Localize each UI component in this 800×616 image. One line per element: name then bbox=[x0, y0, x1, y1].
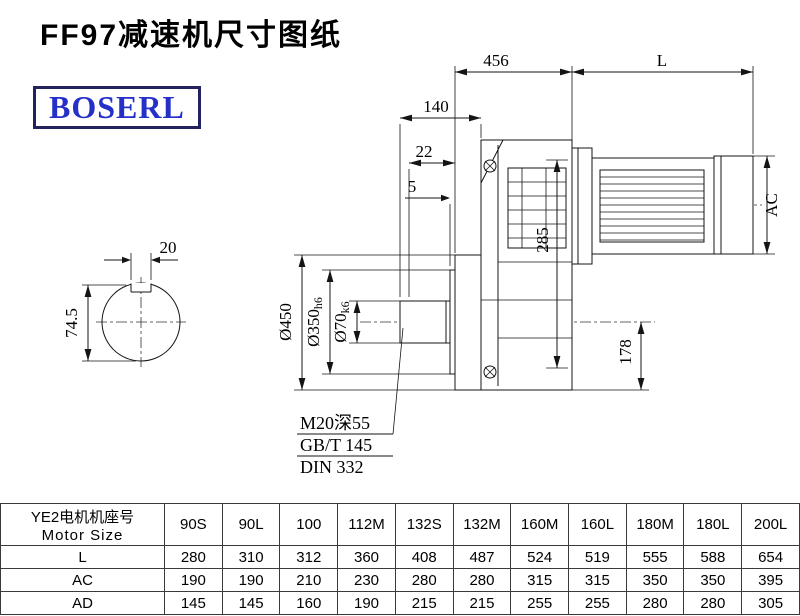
table-cell: 210 bbox=[279, 568, 339, 592]
dim-L-label: L bbox=[657, 51, 667, 70]
table-cell: 487 bbox=[452, 545, 512, 569]
technical-drawing: 456 L 140 22 5 20 7 bbox=[62, 51, 781, 477]
column-header: 132M bbox=[452, 503, 512, 546]
motor-size-header-cell: YE2电机机座号 Motor Size bbox=[0, 503, 165, 546]
column-header: 160M bbox=[510, 503, 570, 546]
table-cell: 190 bbox=[337, 591, 396, 615]
dim-flange-od-label: Ø450 bbox=[276, 303, 295, 341]
table-cell: 350 bbox=[625, 568, 685, 592]
column-header: 200L bbox=[741, 503, 800, 546]
table-cell: 160 bbox=[279, 591, 339, 615]
dim-140-label: 140 bbox=[423, 97, 449, 116]
table-header-row: YE2电机机座号 Motor Size 90S 90L 100 112M 132… bbox=[0, 503, 800, 546]
table-cell: 524 bbox=[510, 545, 570, 569]
table-cell: 310 bbox=[221, 545, 281, 569]
table-cell: 280 bbox=[683, 591, 743, 615]
table-cell: 315 bbox=[510, 568, 570, 592]
table-cell: 280 bbox=[625, 591, 685, 615]
dim-285-label: 285 bbox=[533, 227, 552, 253]
table-cell: 408 bbox=[394, 545, 454, 569]
column-header: 90S bbox=[164, 503, 223, 546]
dimension-lines: 456 L 140 22 5 20 7 bbox=[62, 51, 781, 391]
dim-spigot-label: Ø350h6 bbox=[304, 297, 325, 347]
thread-note: M20深55 GB/T 145 DIN 332 bbox=[297, 327, 404, 477]
table-cell: 305 bbox=[741, 591, 800, 615]
column-header: 180M bbox=[625, 503, 685, 546]
output-shaft-outline bbox=[399, 300, 451, 344]
table-cell: 230 bbox=[337, 568, 396, 592]
note-din-label: DIN 332 bbox=[300, 457, 364, 477]
motor-size-label-cn: YE2电机机座号 bbox=[30, 508, 135, 526]
housing-outline bbox=[480, 139, 573, 391]
dim-74-5-label: 74.5 bbox=[62, 308, 81, 338]
column-header: 90L bbox=[221, 503, 281, 546]
table-cell: 280 bbox=[394, 568, 454, 592]
column-header: 180L bbox=[683, 503, 743, 546]
motor-outline bbox=[571, 147, 754, 265]
table-cell: 350 bbox=[683, 568, 743, 592]
shaft-section-view bbox=[101, 282, 181, 362]
dim-20-label: 20 bbox=[160, 238, 177, 257]
boserl-logo: BOSERL bbox=[33, 86, 201, 129]
table-cell: 255 bbox=[568, 591, 627, 615]
dim-178-label: 178 bbox=[616, 339, 635, 365]
column-header: 112M bbox=[337, 503, 396, 546]
page-title: FF97减速机尺寸图纸 bbox=[40, 19, 343, 52]
table-cell: 255 bbox=[510, 591, 570, 615]
row-label: L bbox=[0, 545, 165, 569]
table-cell: 555 bbox=[625, 545, 685, 569]
column-header: 160L bbox=[568, 503, 627, 546]
column-header: 100 bbox=[279, 503, 339, 546]
table-cell: 654 bbox=[741, 545, 800, 569]
dim-shaft-label: Ø70k6 bbox=[331, 301, 352, 342]
table-cell: 280 bbox=[452, 568, 512, 592]
table-cell: 215 bbox=[452, 591, 512, 615]
table-cell: 312 bbox=[279, 545, 339, 569]
table-row-AD: AD 145 145 160 190 215 215 255 255 280 2… bbox=[0, 591, 800, 615]
table-cell: 190 bbox=[164, 568, 223, 592]
table-cell: 280 bbox=[164, 545, 223, 569]
table-cell: 519 bbox=[568, 545, 627, 569]
motor-size-table: YE2电机机座号 Motor Size 90S 90L 100 112M 132… bbox=[0, 503, 800, 615]
table-cell: 145 bbox=[221, 591, 281, 615]
column-header: 132S bbox=[394, 503, 454, 546]
dim-AC-label: AC bbox=[762, 193, 781, 217]
note-gb-label: GB/T 145 bbox=[300, 435, 372, 455]
boserl-logo-text: BOSERL bbox=[49, 89, 185, 125]
flange-outline bbox=[449, 159, 497, 391]
table-cell: 360 bbox=[337, 545, 396, 569]
row-label: AD bbox=[0, 591, 165, 615]
dim-22-label: 22 bbox=[416, 142, 433, 161]
dim-456-label: 456 bbox=[483, 51, 509, 70]
note-thread-label: M20深55 bbox=[300, 413, 370, 433]
motor-size-label-en: Motor Size bbox=[41, 526, 124, 544]
row-label: AC bbox=[0, 568, 165, 592]
fan-cover bbox=[713, 155, 754, 255]
table-row-L: L 280 310 312 360 408 487 524 519 555 58… bbox=[0, 545, 800, 569]
table-cell: 215 bbox=[394, 591, 454, 615]
table-cell: 190 bbox=[221, 568, 281, 592]
table-cell: 395 bbox=[741, 568, 800, 592]
table-cell: 315 bbox=[568, 568, 627, 592]
table-cell: 145 bbox=[164, 591, 223, 615]
dim-5-label: 5 bbox=[408, 177, 417, 196]
table-row-AC: AC 190 190 210 230 280 280 315 315 350 3… bbox=[0, 568, 800, 592]
table-cell: 588 bbox=[683, 545, 743, 569]
